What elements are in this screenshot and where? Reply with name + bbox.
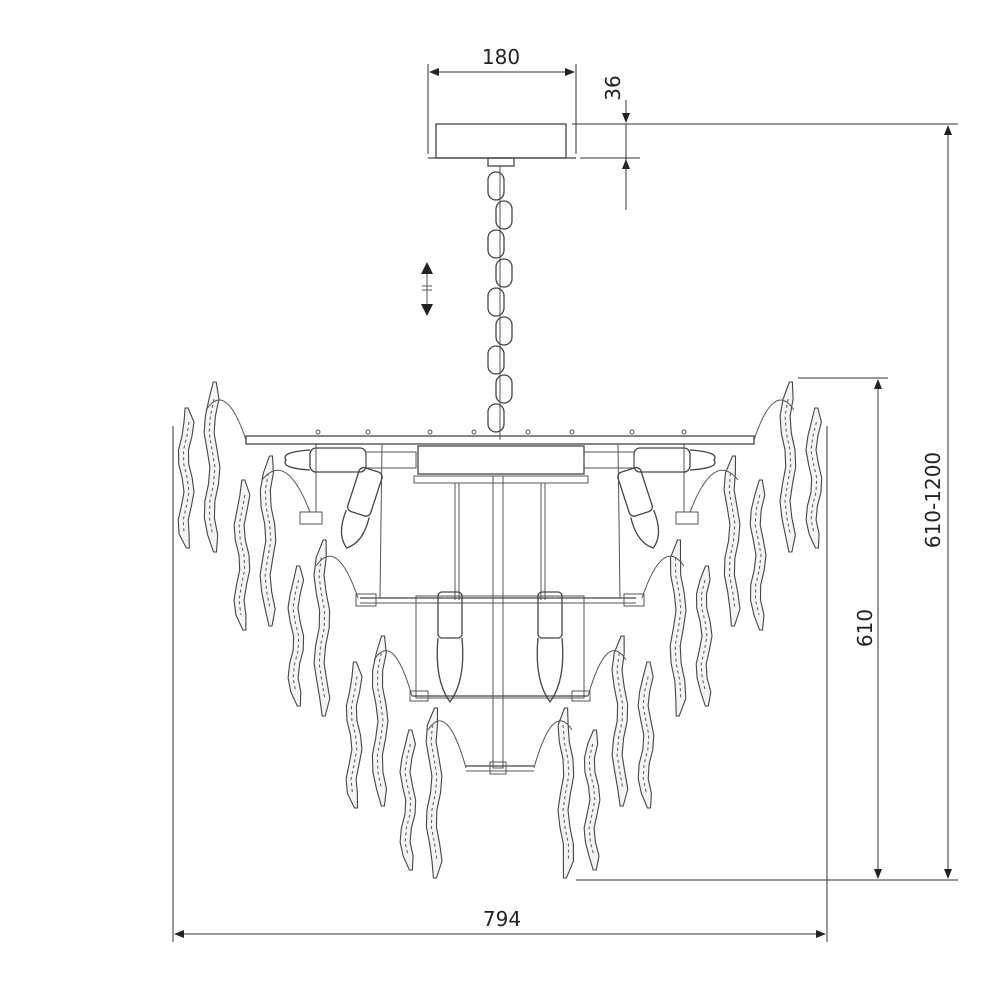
crystal-pendant <box>583 729 601 871</box>
crystal-pendant <box>611 635 629 807</box>
chain-link <box>487 171 505 201</box>
chain-link <box>487 229 505 259</box>
total-height-label: 610-1200 <box>921 452 945 548</box>
chain-link <box>495 258 513 288</box>
canopy-width-label: 180 <box>482 45 520 69</box>
chain-link <box>495 316 513 346</box>
crystal-pendant <box>723 455 741 627</box>
crystal-pendant <box>177 407 195 549</box>
dimension-canopy-width: 180 <box>427 45 577 154</box>
total-width-label: 794 <box>483 907 521 931</box>
dimension-total-height: 610-1200 <box>576 125 958 881</box>
chain-link <box>495 200 513 230</box>
body-height-label: 610 <box>853 609 877 647</box>
crystal-pendant <box>345 661 363 809</box>
crystal-pendant <box>287 565 305 707</box>
crystal-pendant <box>399 729 417 871</box>
chain-link <box>495 374 513 404</box>
crystal-pendant <box>695 565 713 707</box>
dimension-total-width: 794 <box>172 426 828 942</box>
crystal-pendant <box>749 479 767 631</box>
crystal-pendant <box>779 381 797 553</box>
crystal-pendant <box>203 381 221 553</box>
crystal-pendant <box>425 707 443 879</box>
suspension-chain <box>487 166 513 440</box>
adjustment-arrows <box>421 262 433 316</box>
crystal-pendant <box>669 539 687 717</box>
chain-link <box>487 287 505 317</box>
crystal-pendant <box>371 635 389 807</box>
lamp-holders <box>284 447 716 704</box>
chain-link <box>487 345 505 375</box>
canopy-height-label: 36 <box>601 75 625 100</box>
crystal-pendant <box>259 455 277 627</box>
crystal-pendant <box>805 407 823 549</box>
chain-link <box>487 403 505 433</box>
dimension-body-height: 610 <box>798 377 888 879</box>
dimension-canopy-height: 36 <box>572 75 958 210</box>
ceiling-canopy <box>428 123 576 167</box>
crystal-pendant <box>313 539 331 717</box>
crystal-pendants <box>177 381 823 879</box>
crystal-pendant <box>637 661 655 809</box>
crystal-pendant <box>233 479 251 631</box>
